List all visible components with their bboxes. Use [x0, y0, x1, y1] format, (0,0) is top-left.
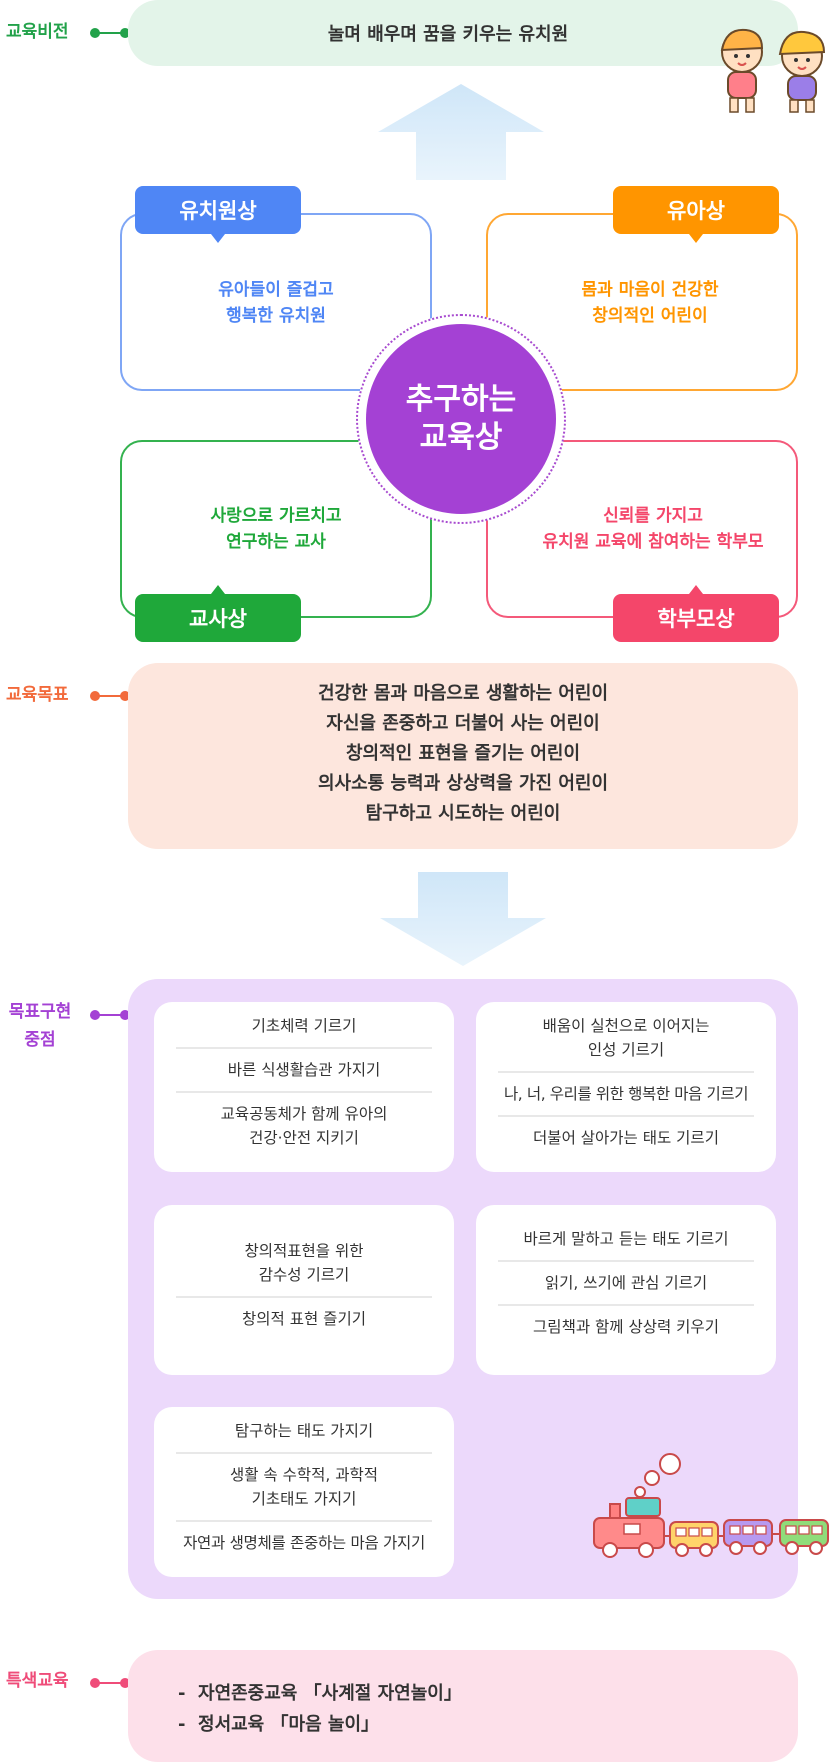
goal-item: 탐구하고 시도하는 어린이 — [365, 803, 561, 824]
child-vision-text: 몸과 마음이 건강한 창의적인 어린이 — [581, 280, 719, 326]
card-item: 기초체력 기르기 — [251, 1017, 357, 1035]
card-item: 배움이 실천으로 이어지는 인성 기르기 — [542, 1017, 710, 1059]
card-item: 교육공동체가 함께 유아의 건강·안전 지키기 — [220, 1105, 388, 1147]
focus-card-character: 배움이 실천으로 이어지는 인성 기르기 나, 너, 우리를 위한 행복한 마음… — [476, 1002, 776, 1172]
goal-item: 건강한 몸과 마음으로 생활하는 어린이 — [317, 683, 609, 704]
card-item: 그림책과 함께 상상력 키우기 — [533, 1318, 719, 1336]
kindergarten-vision-text: 유아들이 즐겁고 행복한 유치원 — [218, 280, 334, 326]
arrow-up-icon — [378, 84, 544, 180]
vision-connector — [90, 28, 130, 38]
teacher-vision-tag: 교사상 — [135, 594, 301, 642]
card-item: 창의적 표현 즐기기 — [242, 1310, 366, 1328]
focus-connector — [90, 1010, 130, 1020]
goal-item: 의사소통 능력과 상상력을 가진 어린이 — [317, 773, 609, 794]
vision-text: 놀며 배우며 꿈을 키우는 유치원 — [327, 24, 569, 45]
kids-illustration — [720, 28, 826, 113]
goal-item: 자신을 존중하고 더불어 사는 어린이 — [326, 713, 600, 734]
card-item: 더불어 살아가는 태도 기르기 — [533, 1129, 719, 1147]
special-label: 특색교육 — [6, 1671, 69, 1691]
vision-label: 교육비전 — [6, 22, 69, 42]
card-item: 탐구하는 태도 가지기 — [234, 1422, 374, 1440]
card-item: 읽기, 쓰기에 관심 기르기 — [544, 1274, 708, 1292]
special-item: - 자연존중교육 「사계절 자연놀이」 — [178, 1683, 462, 1704]
goals-panel: 건강한 몸과 마음으로 생활하는 어린이 자신을 존중하고 더불어 사는 어린이… — [128, 663, 798, 849]
train-illustration — [593, 1453, 829, 1558]
card-item: 나, 너, 우리를 위한 행복한 마음 기르기 — [503, 1085, 749, 1103]
special-item: - 정서교육 「마음 놀이」 — [178, 1714, 380, 1735]
focus-card-health: 기초체력 기르기 바른 식생활습관 가지기 교육공동체가 함께 유아의 건강·안… — [154, 1002, 454, 1172]
card-item: 바른 식생활습관 가지기 — [227, 1061, 381, 1079]
card-item: 자연과 생명체를 존중하는 마음 가지기 — [183, 1534, 425, 1552]
special-connector — [90, 1678, 130, 1688]
card-item: 생활 속 수학적, 과학적 기초태도 가지기 — [229, 1466, 379, 1508]
goals-label: 교육목표 — [6, 685, 69, 705]
goals-connector — [90, 691, 130, 701]
kindergarten-vision-tag: 유치원상 — [135, 186, 301, 234]
center-title: 추구하는 교육상 — [366, 324, 556, 514]
focus-card-communication: 바르게 말하고 듣는 태도 기르기 읽기, 쓰기에 관심 기르기 그림책과 함께… — [476, 1205, 776, 1375]
card-item: 바르게 말하고 듣는 태도 기르기 — [523, 1230, 729, 1248]
vision-banner: 놀며 배우며 꿈을 키우는 유치원 — [128, 0, 798, 66]
focus-card-creativity: 창의적표현을 위한 감수성 기르기 창의적 표현 즐기기 — [154, 1205, 454, 1375]
card-item: 창의적표현을 위한 감수성 기르기 — [244, 1242, 364, 1284]
child-vision-tag: 유아상 — [613, 186, 779, 234]
parent-vision-text: 신뢰를 가지고 유치원 교육에 참여하는 학부모 — [542, 506, 764, 552]
arrow-down-icon — [380, 872, 546, 966]
goal-item: 창의적인 표현을 즐기는 어린이 — [345, 743, 581, 764]
teacher-vision-text: 사랑으로 가르치고 연구하는 교사 — [210, 506, 342, 552]
focus-panel: 기초체력 기르기 바른 식생활습관 가지기 교육공동체가 함께 유아의 건강·안… — [128, 979, 798, 1599]
special-panel: - 자연존중교육 「사계절 자연놀이」 - 정서교육 「마음 놀이」 — [128, 1650, 798, 1762]
parent-vision-tag: 학부모상 — [613, 594, 779, 642]
focus-card-inquiry: 탐구하는 태도 가지기 생활 속 수학적, 과학적 기초태도 가지기 자연과 생… — [154, 1407, 454, 1577]
focus-label: 목표구현 중점 — [8, 1002, 72, 1050]
